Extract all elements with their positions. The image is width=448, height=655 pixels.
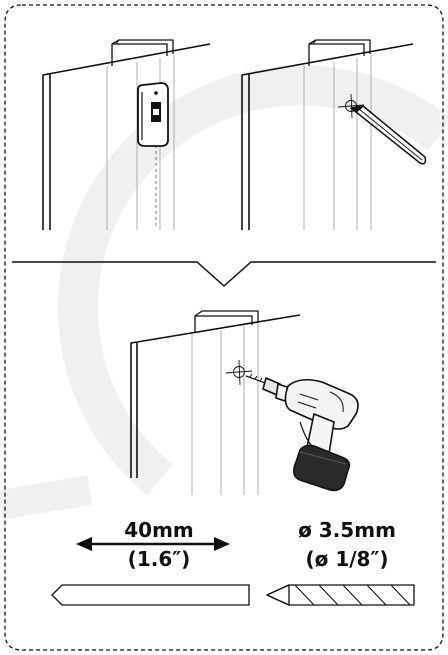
drill-bit-icon <box>266 584 415 606</box>
drill-diameter: ø 3.5mm <box>298 518 396 542</box>
dashed-frame <box>4 4 444 651</box>
double-arrow-icon <box>76 537 230 551</box>
sensor-device <box>137 82 169 147</box>
door-panel-2 <box>241 39 414 230</box>
cordless-drill-icon <box>245 373 359 492</box>
guide-lines-3 <box>191 323 259 495</box>
guide-lines-1 <box>106 55 175 230</box>
crosshair-mark <box>337 93 365 119</box>
crosshair-mark-drill <box>225 359 253 386</box>
length-measurement: 40mm <box>124 518 194 542</box>
door-panel-3 <box>130 310 301 478</box>
panel-divider <box>12 261 436 288</box>
screw-plug-template <box>51 584 250 606</box>
length-measurement-inch: (1.6″) <box>127 547 191 571</box>
pencil-icon <box>350 105 427 165</box>
door-panel-1 <box>42 39 211 230</box>
drill-diameter-inch: (ø 1/8″) <box>305 547 389 571</box>
guide-lines-2 <box>303 55 372 230</box>
watermark-logo <box>0 65 448 520</box>
